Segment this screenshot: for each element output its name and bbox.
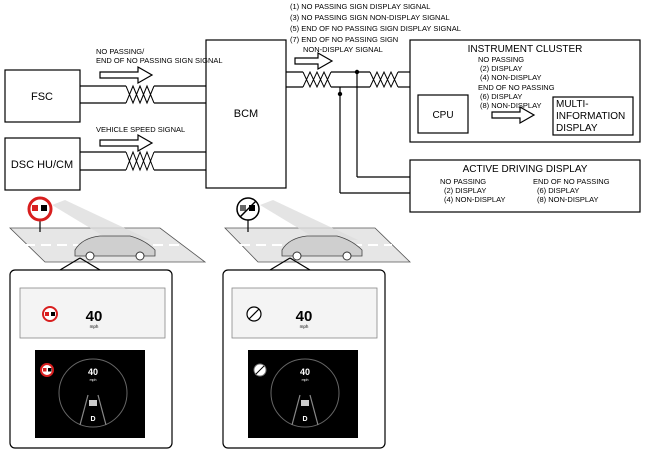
callout-left-line-a	[59, 257, 81, 271]
mid-left-unit: mph	[90, 324, 99, 329]
callout-right-line-a	[269, 257, 291, 271]
add-legend-enp: END OF NO PASSING	[533, 177, 610, 186]
add-right-speed: 40	[300, 367, 310, 377]
add-right-lane-l	[291, 394, 301, 426]
signal-1-label: (1) NO PASSING SIGN DISPLAY SIGNAL	[290, 2, 430, 11]
car-right-wheel-rear	[342, 251, 352, 261]
twisted-pair-dsc	[125, 150, 155, 172]
add-left-gear: D	[90, 416, 95, 423]
end-sign-car-a	[240, 205, 246, 211]
twisted-pair-bcm-out	[302, 70, 332, 89]
add-left-red-car	[43, 368, 47, 372]
fsc-signal-label-1: NO PASSING/	[96, 47, 145, 56]
mid-label-2: INFORMATION	[556, 111, 625, 122]
cluster-legend-np4: (4) NON-DISPLAY	[480, 73, 542, 82]
add-left-lane-l	[79, 394, 89, 426]
no-passing-sign-black-car	[41, 205, 47, 211]
fsc-label: FSC	[31, 91, 53, 103]
twisted-pair-ic	[369, 70, 399, 89]
callout-left-line-b	[79, 257, 101, 271]
callout-right-line-b	[289, 257, 311, 271]
cluster-legend-np2: (2) DISPLAY	[480, 64, 522, 73]
mid-right-speed: 40	[296, 308, 313, 325]
car-left-wheel-front	[85, 251, 95, 261]
add-right-lane-r	[309, 394, 319, 426]
add-left-car-icon	[89, 400, 97, 406]
mid-label-3: DISPLAY	[556, 123, 598, 134]
car-left-wheel-rear	[135, 251, 145, 261]
speed-signal-arrow	[99, 133, 154, 153]
active-driving-display-title: ACTIVE DRIVING DISPLAY	[463, 164, 588, 175]
add-legend-enp6: (6) DISPLAY	[537, 186, 579, 195]
add-legend-np: NO PASSING	[440, 177, 486, 186]
add-right-slash	[255, 365, 265, 375]
dsc-label: DSC HU/CM	[11, 159, 73, 171]
mid-left-no-passing-icon	[42, 306, 58, 322]
add-left-speed: 40	[88, 367, 98, 377]
dsc-box	[4, 137, 81, 191]
no-passing-sign-icon	[27, 196, 53, 222]
active-driving-display-box	[409, 159, 641, 213]
mid-label-1: MULTI-	[556, 99, 589, 110]
add-legend-np2: (2) DISPLAY	[444, 186, 486, 195]
car-left-icon	[74, 235, 156, 257]
mid-right-unit: mph	[300, 324, 309, 329]
vehicle-speed-signal-label: VEHICLE SPEED SIGNAL	[96, 125, 185, 134]
fsc-signal-label-2: END OF NO PASSING SIGN SIGNAL	[96, 56, 223, 65]
add-right-dial	[270, 358, 340, 428]
car-right-icon	[281, 235, 363, 257]
mid-screen-right	[231, 287, 378, 339]
signal-3-label: (3) NO PASSING SIGN NON-DISPLAY SIGNAL	[290, 13, 450, 22]
add-legend-enp8: (8) NON-DISPLAY	[537, 195, 599, 204]
mid-left-red-car	[45, 312, 49, 316]
fsc-signal-arrow	[99, 65, 154, 85]
mid-right-slash	[248, 308, 260, 320]
cluster-legend-enp6: (6) DISPLAY	[480, 92, 522, 101]
signal-7-label-b: NON-DISPLAY SIGNAL	[303, 45, 383, 54]
bcm-out-signal-arrow	[294, 51, 334, 71]
add-legend-np4: (4) NON-DISPLAY	[444, 195, 506, 204]
cpu-label: CPU	[432, 110, 453, 121]
cluster-legend-enp: END OF NO PASSING	[478, 83, 555, 92]
bcm-box	[205, 39, 287, 189]
add-left-black-car	[48, 368, 52, 372]
cpu-box	[417, 94, 469, 134]
add-screen-right	[248, 350, 358, 438]
cluster-legend-np: NO PASSING	[478, 55, 524, 64]
add-left-dial	[58, 358, 128, 428]
bcm-label: BCM	[234, 108, 258, 120]
end-sign-car-b	[249, 205, 255, 211]
no-passing-sign-red-car	[32, 205, 38, 211]
add-screen-left	[35, 350, 145, 438]
fsc-box	[4, 69, 81, 123]
car-right-wheel-front	[292, 251, 302, 261]
add-left-no-passing-icon	[40, 363, 54, 377]
camera-view-right	[260, 200, 358, 240]
signal-7-label-a: (7) END OF NO PASSING SIGN	[290, 35, 398, 44]
add-left-unit: mph	[90, 378, 97, 382]
end-sign-slash	[239, 200, 257, 218]
signal-5-label: (5) END OF NO PASSING SIGN DISPLAY SIGNA…	[290, 24, 461, 33]
cpu-to-mid-arrow	[491, 105, 536, 125]
twisted-pair-fsc	[125, 84, 155, 105]
mid-left-black-car	[51, 312, 55, 316]
add-right-gear: D	[302, 416, 307, 423]
instrument-cluster-title: INSTRUMENT CLUSTER	[468, 44, 583, 55]
add-right-car-icon	[301, 400, 309, 406]
camera-view-left	[52, 200, 150, 240]
add-right-unit: mph	[302, 378, 309, 382]
mid-left-speed: 40	[86, 308, 103, 325]
add-left-lane-r	[97, 394, 107, 426]
cluster-legend-enp8: (8) NON-DISPLAY	[480, 101, 542, 110]
multi-information-display-box	[552, 96, 634, 136]
